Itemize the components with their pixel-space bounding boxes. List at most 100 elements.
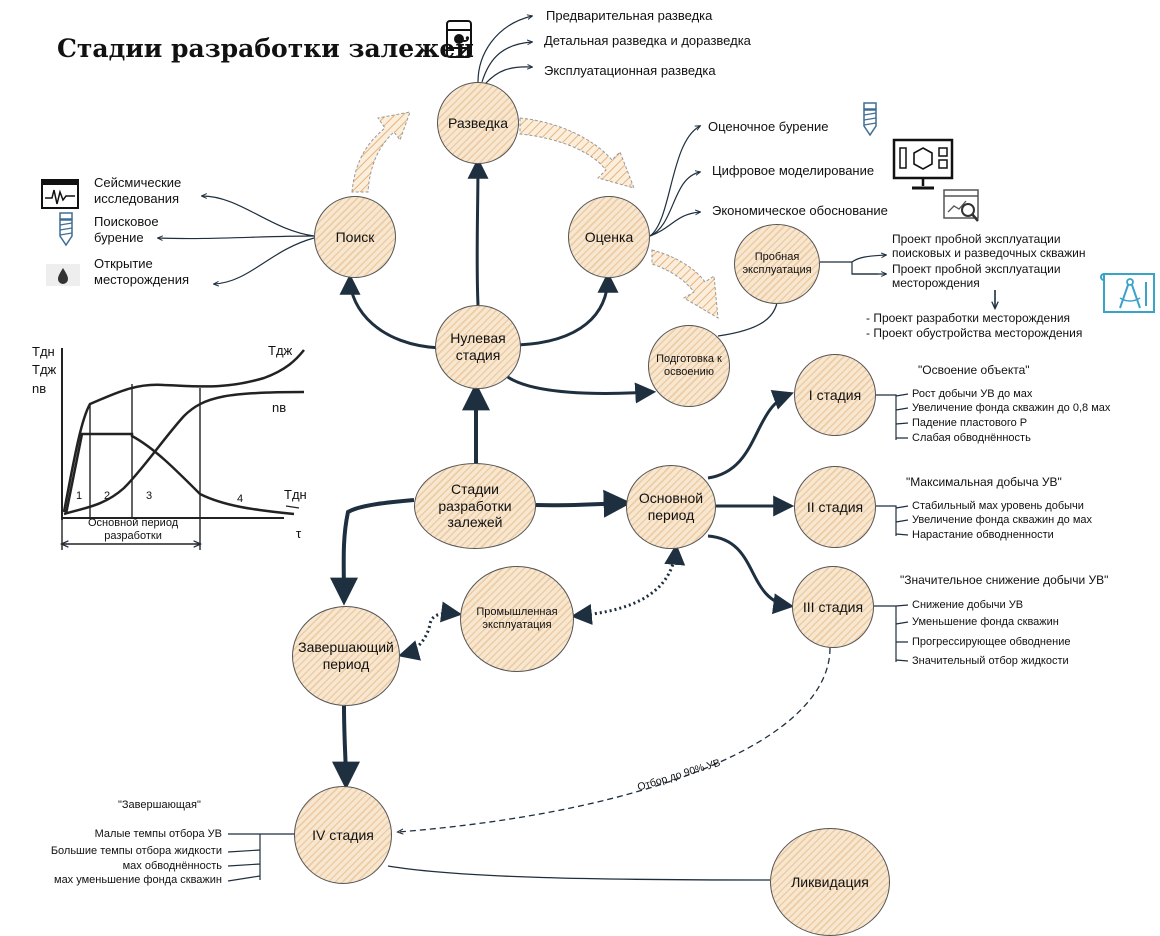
stage3-item: Снижение добычи УВ <box>912 599 1024 611</box>
node-stage-2[interactable]: II стадия <box>794 466 876 548</box>
stage3-heading: "Значительное снижение добычи УВ" <box>900 573 1109 587</box>
node-podgotovka[interactable]: Подготовка к освоению <box>648 325 730 407</box>
graph-curve-label-nv: nв <box>272 400 287 415</box>
razvedka-branch-1: Предварительная разведка <box>546 8 713 23</box>
stage4-item: Большие темпы отбора жидкости <box>50 845 222 857</box>
oil-drop-icon <box>46 264 80 286</box>
stage4-heading: "Завершающая" <box>118 799 201 811</box>
production-graph <box>24 348 305 550</box>
node-label: II стадия <box>806 498 864 515</box>
stage4-item: мах уменьшение фонда скважин <box>54 874 222 886</box>
graph-period-label: Основной период разработки <box>88 517 179 543</box>
curve-nv <box>63 390 305 516</box>
stage3-item: Прогрессирующее обводнение <box>912 636 1071 648</box>
node-label: Нулевая стадия <box>450 330 506 363</box>
flow-arrow-ocenka-podgotovka <box>651 249 719 319</box>
graph-curve-label-tdn: Тдн <box>284 487 307 502</box>
node-label: III стадия <box>802 598 864 615</box>
node-probnaya-ekspluataciya[interactable]: Пробная эксплуатация <box>734 224 820 304</box>
node-label: Ликвидация <box>791 873 869 890</box>
computer-model-icon <box>892 138 954 190</box>
stage1-item: Рост добычи УВ до мах <box>912 388 1033 400</box>
node-zavershayushchiy-period[interactable]: Завершающий период <box>292 606 400 706</box>
graph-ylabel-nv: nв <box>32 381 47 396</box>
arrow-promyshl-osnovnoy <box>570 543 686 625</box>
node-ocenka[interactable]: Оценка <box>568 196 650 278</box>
node-poisk[interactable]: Поиск <box>314 196 396 278</box>
stage1-item: Слабая обводнённость <box>912 432 1031 444</box>
probnaya-result-1: - Проект разработки месторождения <box>866 311 1071 325</box>
arrow-stage3-stage4 <box>398 647 831 832</box>
stage3-item: Значительный отбор жидкости <box>912 655 1069 667</box>
node-label: Разведка <box>447 114 509 131</box>
node-label: Поиск <box>335 228 375 245</box>
graph-zone-3: 3 <box>146 490 153 502</box>
graph-ylabel-tdzh: Тдж <box>32 362 57 377</box>
curve-tdn <box>64 432 295 516</box>
node-stage-3[interactable]: III стадия <box>792 566 874 648</box>
seismograph-icon <box>41 179 79 209</box>
graph-ylabel-tdn: Тдн <box>32 344 55 359</box>
arrow-nulevaya-podgotovka <box>504 373 657 404</box>
line-stage4-likvidaciya <box>387 865 771 881</box>
arrow-osnovnoy-stage3 <box>707 534 795 615</box>
node-stage-4[interactable]: IV стадия <box>294 786 392 884</box>
node-nulevaya-stadiya[interactable]: Нулевая стадия <box>435 305 521 389</box>
node-label: Промышленная эксплуатация <box>476 605 558 631</box>
node-promyshlennaya-ekspluataciya[interactable]: Промышленная эксплуатация <box>460 566 574 672</box>
probnaya-result-2: - Проект обустройства месторождения <box>866 326 1083 340</box>
stage2-heading: "Максимальная добыча УВ" <box>906 475 1062 489</box>
arrow-nulevaya-razvedka <box>467 157 489 306</box>
probnaya-branch-2: Проект пробной эксплуатации месторождени… <box>892 262 1061 291</box>
probnaya-branch-1: Проект пробной эксплуатации поисковых и … <box>892 232 1086 261</box>
node-label: IV стадия <box>312 826 374 843</box>
stage2-item: Увеличение фонда скважин до мах <box>912 514 1093 526</box>
node-label: Подготовка к освоению <box>656 352 722 378</box>
stage1-item: Падение пластового Р <box>912 417 1028 429</box>
node-label: Стадии разработки залежей <box>438 480 512 531</box>
node-label: I стадия <box>808 386 862 403</box>
node-razvedka[interactable]: Разведка <box>437 82 519 164</box>
arrow-zaversh-promyshl <box>397 601 463 661</box>
oil-barrel-icon <box>446 20 472 58</box>
stage4-item: мах обводнённость <box>122 860 222 872</box>
stage2-item: Нарастание обводненности <box>912 529 1054 541</box>
page-title: Стадии разработки залежей <box>57 34 474 63</box>
graph-zone-4: 4 <box>237 493 244 505</box>
poisk-branch-3: Открытие месторождения <box>94 256 190 287</box>
blueprint-compass-icon <box>1100 273 1155 313</box>
node-osnovnoy-period[interactable]: Основной период <box>626 465 716 549</box>
node-stage-1[interactable]: I стадия <box>794 354 876 436</box>
drill-bit-icon <box>59 212 73 247</box>
flow-arrow-razvedka-ocenka <box>519 117 635 189</box>
razvedka-branch-2: Детальная разведка и доразведка <box>544 33 751 48</box>
ocenka-branch-2: Цифровое моделирование <box>712 163 875 178</box>
node-label: Основной период <box>638 490 704 523</box>
arrow-nulevaya-poisk <box>339 273 441 350</box>
node-label: Оценка <box>584 228 634 245</box>
poisk-branch-1: Сейсмические исследования <box>94 175 182 206</box>
analytics-icon <box>943 189 979 222</box>
ocenka-branch-3: Экономическое обоснование <box>712 203 888 218</box>
poisk-branch-2: Поисковое бурение <box>94 214 159 245</box>
ocenka-branch-1: Оценочное бурение <box>708 119 829 134</box>
arrow-osnovnoy-stage1 <box>707 389 794 480</box>
arrow-stadii-osnovnoy <box>535 489 632 518</box>
node-label: Пробная эксплуатация <box>742 250 812 276</box>
stage1-item: Увеличение фонда скважин до 0,8 мах <box>912 402 1111 414</box>
graph-curve-label-tdzh: Тдж <box>268 343 293 358</box>
stage1-heading: "Освоение объекта" <box>918 363 1030 377</box>
arrow-zavershayushchiy-stage4 <box>331 705 360 790</box>
node-stadii-razrabotki[interactable]: Стадии разработки залежей <box>414 463 536 549</box>
curve-tdzh <box>62 349 305 513</box>
node-likvidaciya[interactable]: Ликвидация <box>770 828 890 936</box>
graph-zone-2: 2 <box>104 490 111 502</box>
stage3-item: Уменьшение фонда скважин <box>912 616 1059 628</box>
razvedka-branch-3: Эксплуатационная разведка <box>544 63 716 78</box>
arrow-nulevaya-ocenka <box>517 271 619 347</box>
drill-bit-icon <box>863 102 877 137</box>
arrow-stadii-zavershayushchiy <box>329 498 415 606</box>
stage2-item: Стабильный мах уровень добычи <box>912 500 1084 512</box>
